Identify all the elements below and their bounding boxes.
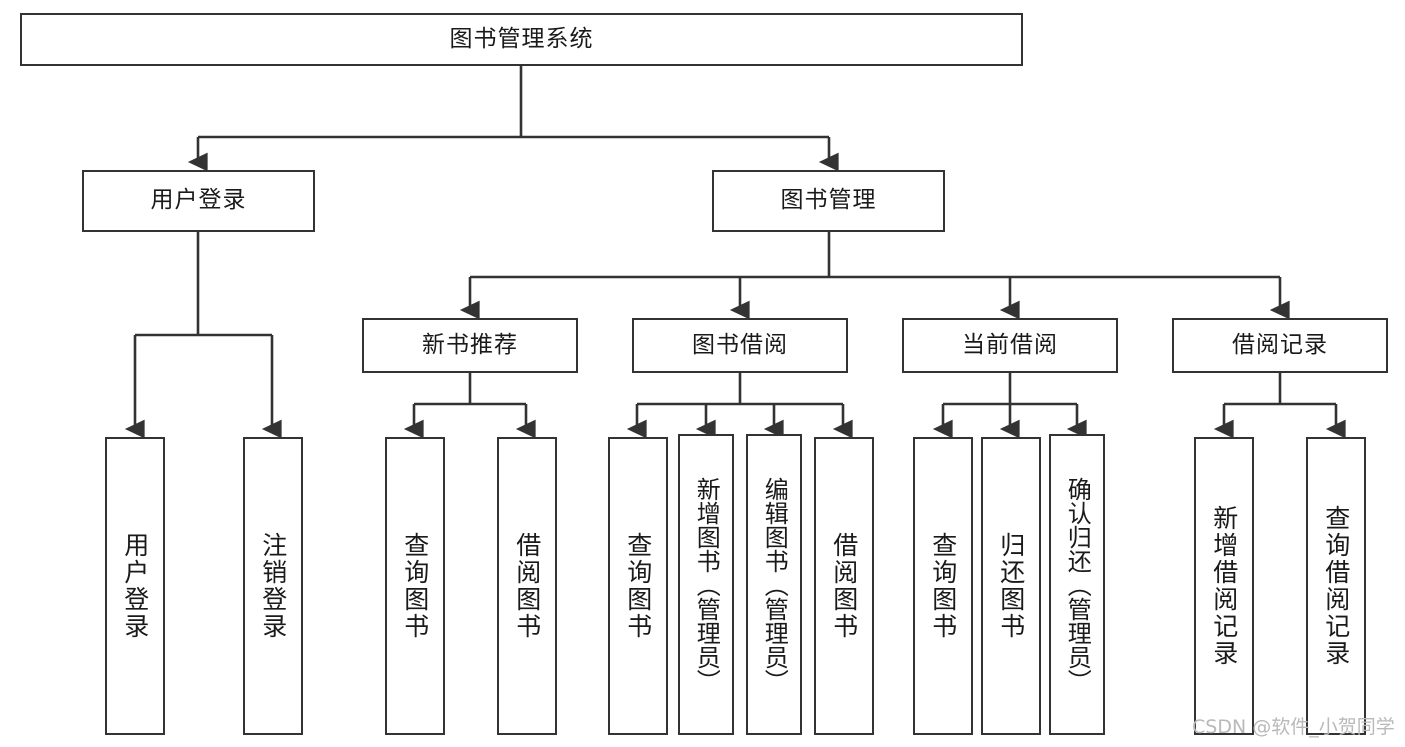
leaf-return-book[interactable]: 归还图书 [981,437,1041,735]
leaf-borrow-book-recommend[interactable]: 借阅图书 [497,437,557,735]
node-book-borrow[interactable]: 图书借阅 [632,318,848,373]
leaf-confirm-return-admin[interactable]: 确认归还（管理员） [1049,434,1105,735]
leaf-add-borrow-record[interactable]: 新增借阅记录 [1194,437,1254,735]
node-borrow-record[interactable]: 借阅记录 [1172,318,1388,373]
leaf-logout[interactable]: 注销登录 [243,437,303,735]
node-root-system[interactable]: 图书管理系统 [20,13,1023,66]
node-book-management[interactable]: 图书管理 [712,170,945,232]
leaf-query-book-borrow[interactable]: 查询图书 [608,437,668,735]
leaf-query-book-current[interactable]: 查询图书 [913,437,973,735]
node-current-borrow[interactable]: 当前借阅 [902,318,1118,373]
leaf-edit-book-admin[interactable]: 编辑图书（管理员） [746,434,802,735]
leaf-add-book-admin[interactable]: 新增图书（管理员） [678,434,734,735]
leaf-borrow-book[interactable]: 借阅图书 [814,437,874,735]
leaf-user-login[interactable]: 用户登录 [105,437,165,735]
csdn-watermark: CSDN @软件_小贺同学 [1192,716,1395,738]
node-new-book-recommend[interactable]: 新书推荐 [362,318,578,373]
leaf-query-borrow-record[interactable]: 查询借阅记录 [1306,437,1366,735]
leaf-query-book-recommend[interactable]: 查询图书 [385,437,445,735]
node-user-login[interactable]: 用户登录 [82,170,315,232]
